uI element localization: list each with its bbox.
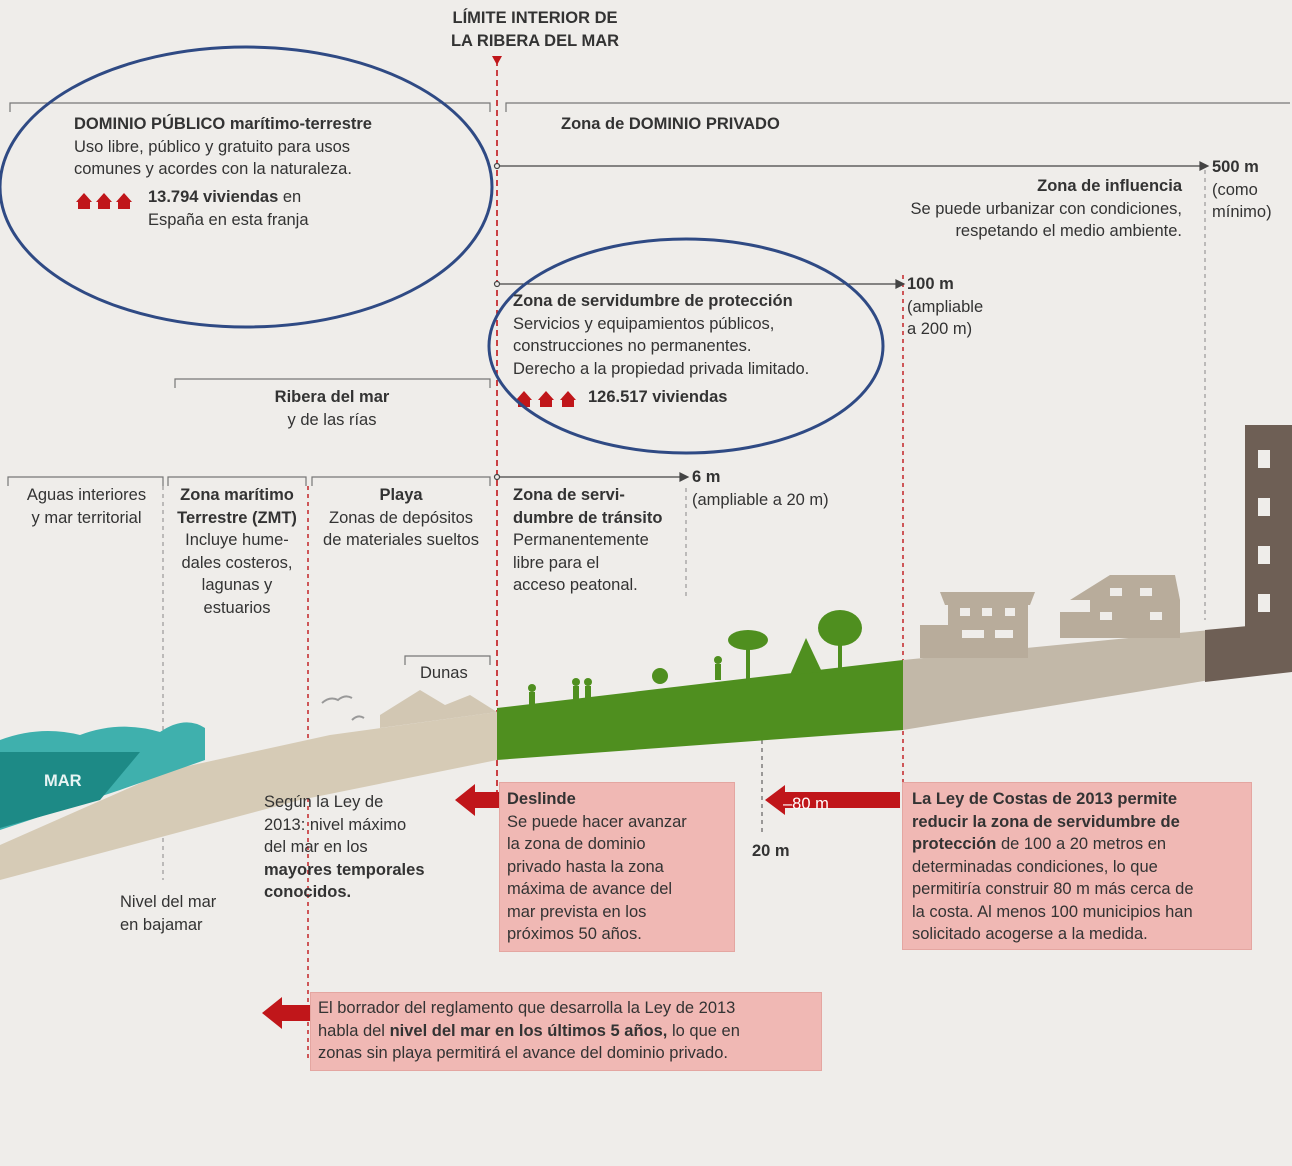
costas-text: La Ley de Costas de 2013 permite reducir… — [912, 790, 1194, 943]
borrador-box — [310, 992, 822, 1071]
mar-label: MAR — [44, 772, 82, 790]
transito-distance: 6 m (ampliable a 20 m) — [692, 468, 829, 509]
highlight-ellipse-protection — [487, 237, 885, 455]
borrador-text: El borrador del reglamento que desarroll… — [318, 999, 740, 1062]
protection-count: 126.517 viviendas — [588, 388, 728, 406]
dunes — [380, 690, 497, 728]
top-brackets — [7, 102, 1290, 665]
vegetation — [528, 610, 862, 706]
transito-block: Zona de servi-dumbre de tránsito Permane… — [513, 486, 663, 594]
twenty-m-label: 20 m — [752, 842, 790, 860]
public-domain-title: DOMINIO PÚBLICO marítimo-terrestre — [74, 115, 372, 133]
limit-marker-icon — [492, 56, 502, 65]
green-strip — [497, 660, 903, 760]
influence-block: Zona de influencia Se puede urbanizar co… — [910, 177, 1182, 240]
highlight-ellipse-public — [0, 45, 494, 329]
influence-distance: 500 m (como mínimo) — [1212, 158, 1272, 221]
birds — [321, 695, 365, 721]
public-domain-block: DOMINIO PÚBLICO marítimo-terrestre Uso l… — [74, 115, 372, 178]
distance-arrows — [493, 161, 1210, 482]
minus80-label: –80 m — [783, 795, 829, 813]
protection-block: Zona de servidumbre de protección Servic… — [513, 292, 810, 378]
sea — [0, 752, 140, 828]
deslinde-box — [499, 782, 735, 952]
red-arrows — [262, 784, 900, 1029]
costas-box — [902, 782, 1252, 950]
city-ground — [1205, 622, 1292, 682]
dunas-label: Dunas — [420, 664, 468, 682]
protection-distance: 100 m (ampliable a 200 m) — [907, 275, 984, 338]
beach-sand — [0, 712, 497, 880]
public-domain-count: 13.794 viviendas en España en esta franj… — [148, 188, 309, 229]
private-domain-title: Zona de DOMINIO PRIVADO — [561, 115, 780, 133]
house-windows — [960, 588, 1162, 638]
